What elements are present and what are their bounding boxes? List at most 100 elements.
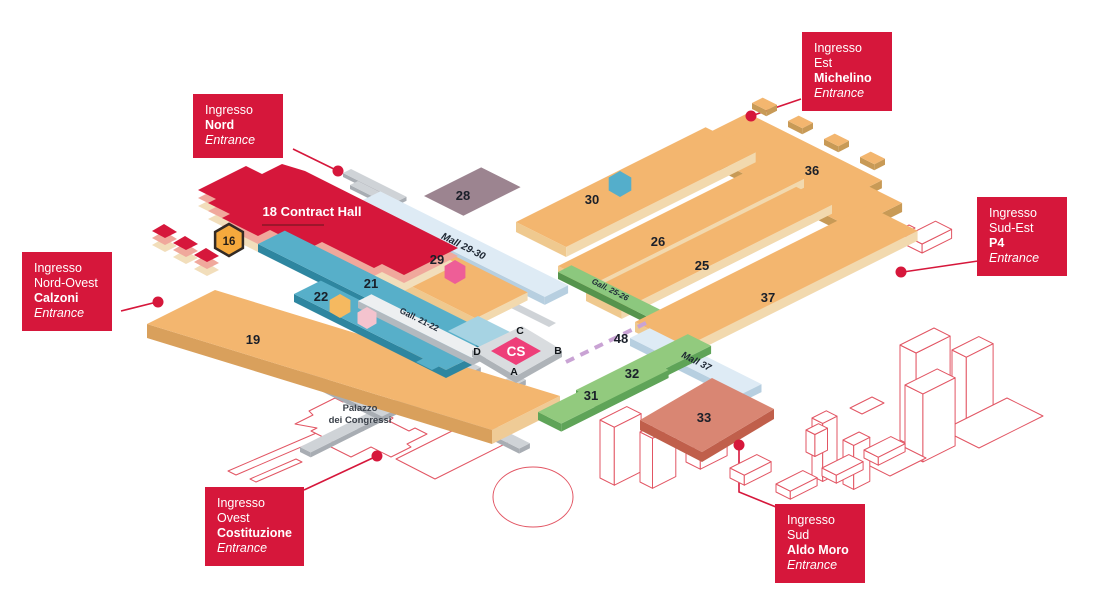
entrance-suffix: Entrance xyxy=(205,133,256,147)
hall-26[interactable] xyxy=(558,160,804,284)
entrance-label-michelino[interactable]: Ingresso Est Michelino Entrance xyxy=(802,32,892,111)
entrance-label-nord[interactable]: Ingresso Nord Entrance xyxy=(193,94,283,158)
outline-row-building xyxy=(863,436,906,458)
walkway-side xyxy=(310,425,365,458)
hex-marker-blue xyxy=(608,171,632,197)
hall-22-side xyxy=(294,294,446,378)
hall-36-tooth-side xyxy=(802,122,813,135)
walkway-side xyxy=(519,443,530,454)
corner-d-label: D xyxy=(473,346,481,358)
walkway xyxy=(300,420,365,453)
hall-25[interactable] xyxy=(586,186,832,310)
entrance-dot-p4 xyxy=(895,266,907,278)
entrance-suffix: Entrance xyxy=(814,86,865,100)
corner-c-label: C xyxy=(516,325,524,337)
mall-29-30[interactable] xyxy=(357,191,569,297)
entrance-suffix: Entrance xyxy=(34,306,85,320)
hall-18-tooth-base xyxy=(152,238,177,252)
hall-18[interactable] xyxy=(198,164,458,275)
entrance-label-aldo-moro[interactable]: Ingresso Sud Aldo Moro Entrance xyxy=(775,504,865,583)
entrance-dot-costituzione xyxy=(371,450,383,462)
hall-19[interactable] xyxy=(147,290,560,430)
outline-tower xyxy=(899,327,951,354)
entrance-label-p4[interactable]: Ingresso Sud-Est P4 Entrance xyxy=(977,197,1067,276)
hall-36-tooth xyxy=(788,115,813,129)
outline-tower xyxy=(599,419,615,486)
entrance-name: Aldo Moro xyxy=(787,543,849,557)
entrance-label-costituzione[interactable]: Ingresso Ovest Costituzione Entrance xyxy=(205,487,304,566)
outline-row-building xyxy=(775,470,818,492)
entrance-dot-aldo-moro xyxy=(733,439,745,451)
hall-18-tooth-base xyxy=(173,243,198,257)
outline-tower xyxy=(811,410,838,424)
entrance-name: Costituzione xyxy=(217,526,292,540)
hall-33-side xyxy=(702,409,774,462)
hall-36-tooth-side xyxy=(838,140,849,153)
entrance-region: Nord-Ovest xyxy=(34,276,98,290)
hall-25-label: 25 xyxy=(695,258,709,273)
entrance-dot-nord xyxy=(332,165,344,177)
hall-36-tooth-side xyxy=(824,139,839,153)
hall-31[interactable] xyxy=(538,358,669,424)
hall-25-side xyxy=(586,292,622,319)
cs-diamond[interactable] xyxy=(491,337,541,365)
hall-21[interactable] xyxy=(258,230,495,350)
entrance-dot-michelino xyxy=(745,110,757,122)
entrance-ramp xyxy=(343,169,407,201)
entrance-suffix: Entrance xyxy=(787,558,838,572)
hall-19-side xyxy=(147,324,492,444)
entrance-prefix: Ingresso xyxy=(989,206,1037,220)
hall-18-tooth-base xyxy=(173,250,198,264)
entrance-name: P4 xyxy=(989,236,1005,250)
hall-18-tooth xyxy=(173,236,198,250)
gall-25-26[interactable] xyxy=(558,265,661,317)
leader-calzoni xyxy=(120,301,158,312)
hall-22-annex xyxy=(416,352,452,370)
outline-slab xyxy=(249,458,303,483)
entrance-suffix: Entrance xyxy=(989,251,1040,265)
entrance-prefix: Ingresso xyxy=(787,513,835,527)
leader-nord xyxy=(292,148,339,172)
gall-25-26-side xyxy=(558,272,648,324)
hall-32-label: 32 xyxy=(625,366,639,381)
hall-30[interactable] xyxy=(516,127,756,247)
hall-37[interactable] xyxy=(635,205,918,347)
hall-22-label: 22 xyxy=(314,289,328,304)
gall-21-22[interactable] xyxy=(358,294,486,359)
hall-37-side xyxy=(685,230,918,357)
hall-33-side xyxy=(640,420,702,462)
hall-18-tooth-base xyxy=(194,262,219,276)
hex-marker-pale-pink xyxy=(357,307,377,329)
hall-37-label: 37 xyxy=(761,290,775,305)
hall-29-label: 29 xyxy=(430,252,444,267)
hall-33-label: 33 xyxy=(697,410,711,425)
entrance-region: Ovest xyxy=(217,511,250,525)
hall-29-side xyxy=(475,292,528,327)
leader-aldo-moro xyxy=(738,446,777,508)
outline-tower xyxy=(904,368,956,395)
entrance-name: Calzoni xyxy=(34,291,79,305)
corner-b-label: B xyxy=(554,345,562,357)
hall-18-tooth-base xyxy=(152,231,177,245)
center-services-label: CS xyxy=(507,344,526,359)
corner-a-label: A xyxy=(510,366,518,378)
outline-tower xyxy=(639,431,653,489)
cs-platform-side xyxy=(516,350,562,383)
hall-36-tooth-side xyxy=(860,157,875,171)
entrance-label-calzoni[interactable]: Ingresso Nord-Ovest Calzoni Entrance xyxy=(22,252,112,331)
entrance-prefix: Ingresso xyxy=(217,496,265,510)
leader-costituzione xyxy=(303,455,378,491)
hall-33[interactable] xyxy=(640,378,774,452)
entrance-name: Nord xyxy=(205,118,235,132)
outline-tower xyxy=(805,423,828,435)
hall-16-badge[interactable] xyxy=(213,222,245,258)
hex-marker-pink xyxy=(444,260,466,284)
hall-18-tooth xyxy=(152,224,177,238)
outline-slab xyxy=(849,396,885,415)
entrance-prefix: Ingresso xyxy=(34,261,82,275)
outline-tower xyxy=(599,406,642,428)
hall-28[interactable] xyxy=(424,167,521,216)
mall-29-30-side xyxy=(544,285,569,305)
outline-tower xyxy=(951,336,994,358)
entrance-suffix: Entrance xyxy=(217,541,268,555)
